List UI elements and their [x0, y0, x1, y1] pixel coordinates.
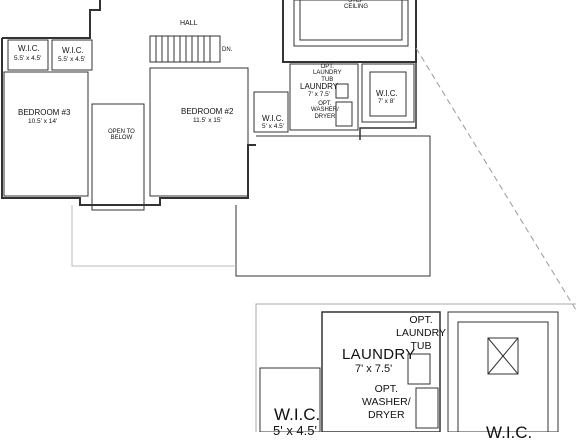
- wic-inner: [369, 71, 407, 117]
- step-ceiling-outline: [299, 0, 403, 41]
- wic-room-d: [361, 63, 415, 123]
- opt-laundry-tub: OPT. LAUNDRY TUB: [313, 64, 342, 83]
- zoom-washer: [415, 387, 439, 429]
- outer-wall: [359, 62, 417, 140]
- zoom-wic2-name: W.I.C.: [486, 423, 533, 442]
- wic-room-c: [253, 91, 289, 133]
- bedroom-2-dims: 11.5' x 15': [193, 117, 222, 124]
- laundry-room: [289, 63, 359, 131]
- zoom-wic-room: [259, 367, 321, 432]
- step-ceiling-outline: [293, 0, 409, 47]
- outer-wall: [282, 0, 417, 63]
- open-to-below-area: [91, 103, 145, 211]
- bedroom-2-room: [149, 67, 249, 197]
- zoom-laundry-dims: 7' x 7.5': [355, 363, 393, 375]
- bedroom-2-name: BEDROOM #2: [181, 107, 234, 116]
- bedroom-3-name: BEDROOM #3: [18, 108, 71, 117]
- laundry-name: LAUNDRY: [300, 82, 339, 91]
- zoom-wic-inner: [457, 321, 549, 432]
- step-ceiling-label: STEP CEILING: [344, 0, 369, 11]
- zoom-opt-laundry-tub: OPT. LAUNDRY TUB: [396, 314, 446, 353]
- wic-room-a: [7, 39, 49, 71]
- zoom-wic-name: W.I.C.: [274, 405, 321, 424]
- wic-c-name: W.I.C.: [262, 114, 284, 123]
- opt-washer-dryer: OPT. WASHER/ DRYER: [311, 101, 339, 120]
- bedroom-3-room: [3, 71, 89, 197]
- zoom-tub: [407, 353, 431, 385]
- wic-d-name: W.I.C.: [376, 89, 398, 98]
- wic-d-dims: 7' x 8': [378, 98, 395, 105]
- lower-wall: [71, 205, 236, 267]
- dn-label: DN.: [222, 47, 233, 53]
- wic-c-dims: 5' x 4.5': [262, 123, 284, 130]
- bedroom-3-dims: 10.5' x 14': [28, 118, 58, 125]
- wic-a-name: W.I.C.: [18, 44, 40, 53]
- stair: [149, 35, 221, 63]
- outer-wall: [2, 0, 101, 39]
- wic-room-b: [51, 39, 93, 71]
- wic-b-name: W.I.C.: [62, 46, 84, 55]
- zoom-wic-right: [447, 311, 559, 432]
- zoom-opt-washer-dryer: OPT. WASHER/ DRYER: [362, 383, 411, 422]
- zoom-laundry-room: [321, 311, 441, 432]
- hall-label: HALL: [180, 20, 198, 27]
- zoom-wic-dims: 5' x 4.5': [273, 423, 317, 438]
- laundry-dims: 7' x 7.5': [308, 91, 330, 98]
- zoom-chimney: [487, 337, 519, 375]
- zoom-laundry-name: LAUNDRY: [342, 346, 416, 363]
- wic-b-dims: 5.5' x 4.5': [58, 56, 86, 63]
- laundry-tub: [335, 83, 349, 99]
- floor-plan: [1, 0, 576, 432]
- dashed-line: [415, 47, 576, 311]
- washer-dryer: [335, 101, 353, 127]
- wic-a-dims: 5.5' x 4.5': [14, 55, 42, 62]
- zoom-outer-wall: [255, 303, 576, 432]
- open-to-below-label: OPEN TO BELOW: [108, 129, 135, 142]
- lower-wall: [235, 135, 431, 277]
